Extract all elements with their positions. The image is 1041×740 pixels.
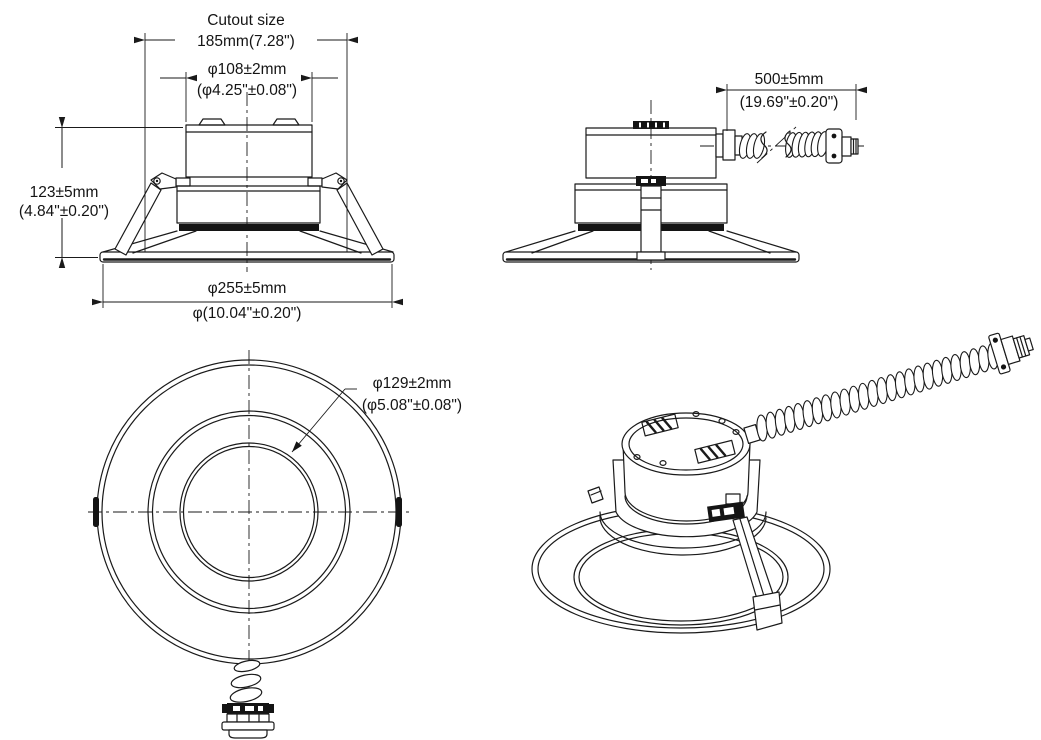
dim-height-mm: 123±5mm bbox=[30, 184, 99, 201]
dim-cutout-value: 185mm(7.28") bbox=[197, 33, 295, 50]
dim-cutout-size: Cutout size 185mm(7.28") bbox=[134, 12, 358, 252]
spring-clip-right bbox=[321, 172, 384, 256]
leader-line bbox=[291, 388, 346, 453]
dim-conduit-length-in: (19.69"±0.20") bbox=[740, 94, 839, 111]
dim-conduit-length: 500±5mm (19.69"±0.20") bbox=[716, 71, 867, 131]
trim-inner-ring bbox=[147, 410, 351, 614]
conduit-connector bbox=[988, 332, 1034, 375]
top-vent bbox=[633, 121, 669, 129]
conduit-stub bbox=[221, 659, 275, 739]
spring-clip-left bbox=[114, 172, 177, 256]
clip-slot-right bbox=[396, 497, 402, 527]
bottom-view: φ129±2mm (φ5.08"±0.08") bbox=[88, 350, 462, 739]
center-crosshair bbox=[88, 350, 410, 700]
dim-aperture-diameter-mm: φ129±2mm bbox=[373, 375, 452, 392]
trim-cone bbox=[505, 230, 797, 254]
body-skirt-edge-lower bbox=[599, 515, 767, 556]
side-view: 500±5mm (19.69"±0.20") bbox=[502, 71, 868, 270]
dim-top-diameter-in: (φ4.25"±0.08") bbox=[197, 82, 297, 99]
driver-housing-top-inset bbox=[628, 417, 744, 471]
clip-slot-left bbox=[93, 497, 99, 527]
dim-trim-diameter-in: φ(10.04"±0.20") bbox=[193, 305, 302, 322]
leader-arrowhead bbox=[292, 441, 302, 452]
dim-conduit-length-mm: 500±5mm bbox=[755, 71, 824, 88]
perspective-view bbox=[531, 332, 1034, 634]
trim-groove bbox=[179, 224, 319, 231]
front-view: Cutout size 185mm(7.28") φ108±2mm (φ4.25… bbox=[19, 12, 403, 322]
trim-inner-ring-inner-line bbox=[151, 414, 347, 610]
dim-trim-diameter-mm: φ255±5mm bbox=[208, 280, 287, 297]
flexible-conduit bbox=[738, 126, 859, 164]
dim-height: 123±5mm (4.84"±0.20") bbox=[19, 117, 183, 268]
conduit-end-connector bbox=[221, 703, 275, 739]
trim-flange bbox=[99, 251, 395, 263]
body-skirt-edge bbox=[599, 511, 767, 549]
dim-top-diameter-mm: φ108±2mm bbox=[208, 61, 287, 78]
screw-holes bbox=[633, 411, 740, 467]
driver-housing-top bbox=[621, 412, 751, 476]
dim-aperture-diameter-in: (φ5.08"±0.08") bbox=[362, 397, 462, 414]
dim-trim-diameter: φ255±5mm φ(10.04"±0.20") bbox=[92, 264, 403, 322]
rim-tab bbox=[587, 486, 604, 504]
conduit-coils bbox=[756, 342, 999, 442]
dim-aperture-diameter: φ129±2mm (φ5.08"±0.08") bbox=[291, 375, 462, 453]
dim-height-in: (4.84"±0.20") bbox=[19, 203, 109, 220]
dim-cutout-label: Cutout size bbox=[207, 12, 285, 29]
conduit-connector bbox=[825, 128, 859, 164]
aperture-ring bbox=[179, 442, 319, 582]
flexible-conduit bbox=[743, 332, 1034, 445]
aperture-ring-inner-line bbox=[182, 445, 316, 579]
conduit-coils bbox=[738, 133, 766, 159]
vent-slot-right bbox=[694, 439, 736, 464]
vent-slot-left bbox=[641, 413, 679, 437]
dim-top-diameter: φ108±2mm (φ4.25"±0.08") bbox=[160, 61, 338, 122]
conduit-break bbox=[756, 126, 797, 164]
conduit-coils bbox=[785, 131, 829, 158]
retention-clip bbox=[636, 176, 666, 261]
heat-sink-body bbox=[176, 185, 321, 231]
spring-clip bbox=[707, 493, 783, 631]
